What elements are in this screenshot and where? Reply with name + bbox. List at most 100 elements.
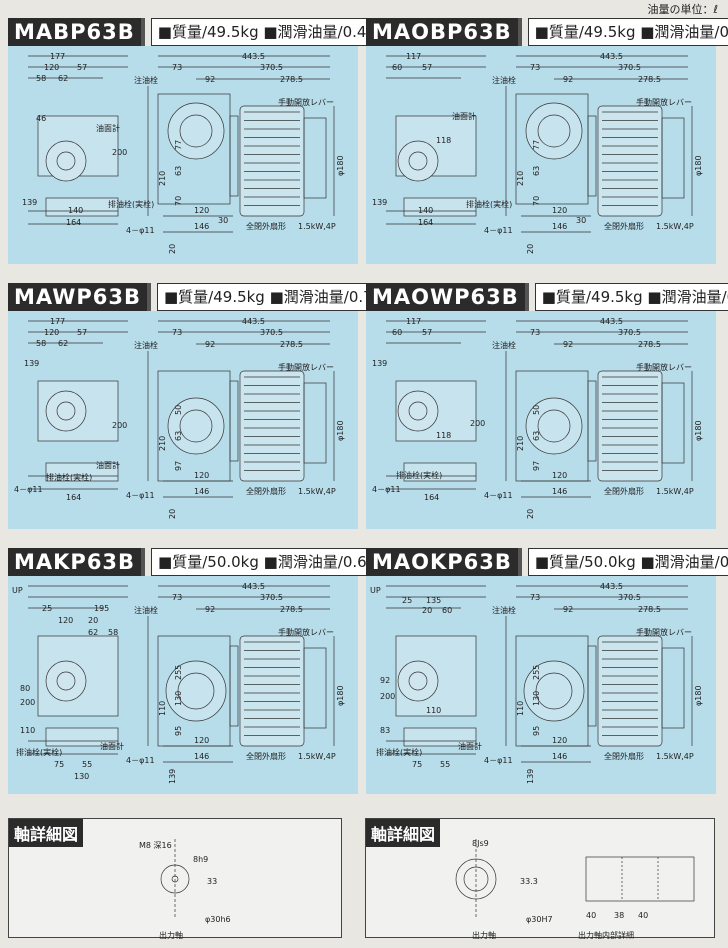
vertical-dimension-label: 139 <box>526 768 535 784</box>
dimension-label: 20 <box>422 606 433 615</box>
panel-header: MABP63B■質量/49.5kg ■潤滑油量/0.4 <box>8 18 368 46</box>
vertical-dimension-label: 97 <box>174 460 183 471</box>
dimension-label: UP <box>370 586 381 595</box>
side-d73-label: 73 <box>172 328 183 337</box>
side-w2-label: 146 <box>552 222 568 231</box>
detail-title: 軸詳細図 <box>9 819 84 847</box>
dimension-label: 75 <box>54 760 65 769</box>
vertical-dimension-label: 95 <box>174 725 183 736</box>
side-bolt-label: 4－φ11 <box>484 226 513 235</box>
vertical-dimension-label: 63 <box>174 165 183 176</box>
dimension-label: 200 <box>112 421 128 430</box>
side-power-label: 1.5kW,4P <box>656 222 694 231</box>
side-overall-label: 443.5 <box>242 317 265 326</box>
dimension-label: 4－φ11 <box>372 485 401 494</box>
dimension-drawing <box>28 585 335 763</box>
vertical-dimension-label: 77 <box>174 139 183 150</box>
detail-dimension-label: M8 深16 <box>139 841 172 850</box>
side-w1-label: 120 <box>552 471 568 480</box>
dimension-label: 164 <box>66 493 82 502</box>
side-d92-label: 92 <box>563 605 574 614</box>
dimension-label: 30 <box>218 216 229 225</box>
detail-dimension-label: 33 <box>207 877 218 886</box>
dimension-label: 60 <box>442 606 453 615</box>
dimension-label: 177 <box>50 52 66 61</box>
side-overall-label: 443.5 <box>600 52 623 61</box>
side-dia-label: φ180 <box>694 420 703 441</box>
side-d73-label: 73 <box>530 63 541 72</box>
side-w2-label: 146 <box>552 487 568 496</box>
dimension-label: 120 <box>44 328 60 337</box>
dimension-label: 92 <box>380 676 391 685</box>
vertical-dimension-label: 20 <box>168 243 177 254</box>
vertical-dimension-label: 70 <box>174 195 183 206</box>
dimension-label: 58 <box>108 628 119 637</box>
side-motor-label: 全閉外扇形 <box>604 752 644 761</box>
vertical-dimension-label: 255 <box>532 664 541 680</box>
side-w2-label: 146 <box>552 752 568 761</box>
side-d370-label: 370.5 <box>618 63 641 72</box>
dimension-label: 排油栓(実栓) <box>376 748 423 757</box>
side-w1-label: 120 <box>552 206 568 215</box>
vertical-dimension-label: 63 <box>174 430 183 441</box>
side-d370-label: 370.5 <box>260 593 283 602</box>
side-bolt-label: 4－φ11 <box>126 491 155 500</box>
dimension-label: 118 <box>436 136 452 145</box>
dimension-label: 117 <box>406 52 422 61</box>
vertical-dimension-label: 63 <box>532 165 541 176</box>
side-motor-label: 全閉外扇形 <box>246 222 286 231</box>
side-power-label: 1.5kW,4P <box>656 487 694 496</box>
dimension-label: 62 <box>58 339 69 348</box>
dimension-label: 139 <box>372 198 388 207</box>
dimension-label: 57 <box>422 328 433 337</box>
side-dia-label: φ180 <box>336 420 345 441</box>
dimension-label: 110 <box>426 706 442 715</box>
side-oil-plug-label: 注油栓 <box>492 76 516 85</box>
side-oil-plug-label: 注油栓 <box>134 341 158 350</box>
side-bolt-label: 4－φ11 <box>484 491 513 500</box>
vertical-dimension-label: 50 <box>532 404 541 415</box>
dimension-label: 60 <box>392 328 403 337</box>
side-d370-label: 370.5 <box>260 63 283 72</box>
detail-dimension-label: 出力軸 <box>472 931 496 940</box>
dimension-drawing <box>386 320 693 498</box>
side-d278-label: 278.5 <box>280 605 303 614</box>
side-dia-label: φ180 <box>694 155 703 176</box>
dimension-label: 200 <box>20 698 36 707</box>
vertical-dimension-label: 77 <box>532 139 541 150</box>
side-d370-label: 370.5 <box>260 328 283 337</box>
dimension-label: 油面計 <box>100 742 124 751</box>
vertical-dimension-label: 20 <box>526 508 535 519</box>
vertical-dimension-label: 50 <box>174 404 183 415</box>
vertical-dimension-label: 210 <box>516 170 525 186</box>
side-d278-label: 278.5 <box>280 340 303 349</box>
side-d278-label: 278.5 <box>638 75 661 84</box>
detail-title: 軸詳細図 <box>366 819 441 847</box>
vertical-dimension-label: 110 <box>158 700 167 716</box>
dimension-label: 62 <box>88 628 99 637</box>
side-lever-label: 手動開放レバー <box>278 98 334 107</box>
dimension-label: 110 <box>20 726 36 735</box>
dimension-label: 油面計 <box>96 461 120 470</box>
side-d278-label: 278.5 <box>638 340 661 349</box>
dimension-label: 195 <box>94 604 110 613</box>
side-d73-label: 73 <box>530 328 541 337</box>
dimension-drawing <box>28 320 335 498</box>
dimension-label: 140 <box>68 206 84 215</box>
dimension-label: 120 <box>44 63 60 72</box>
vertical-dimension-label: 63 <box>532 430 541 441</box>
side-d92-label: 92 <box>205 340 216 349</box>
oil-unit-note: 油量の単位：ℓ <box>647 3 718 16</box>
dimension-label: 58 <box>36 74 47 83</box>
side-w2-label: 146 <box>194 222 210 231</box>
detail-dimension-label: 8h9 <box>193 855 209 864</box>
dimension-label: 4－φ11 <box>14 485 43 494</box>
dimension-label: 25 <box>42 604 53 613</box>
dimension-label: 排油栓(実栓) <box>108 200 155 209</box>
